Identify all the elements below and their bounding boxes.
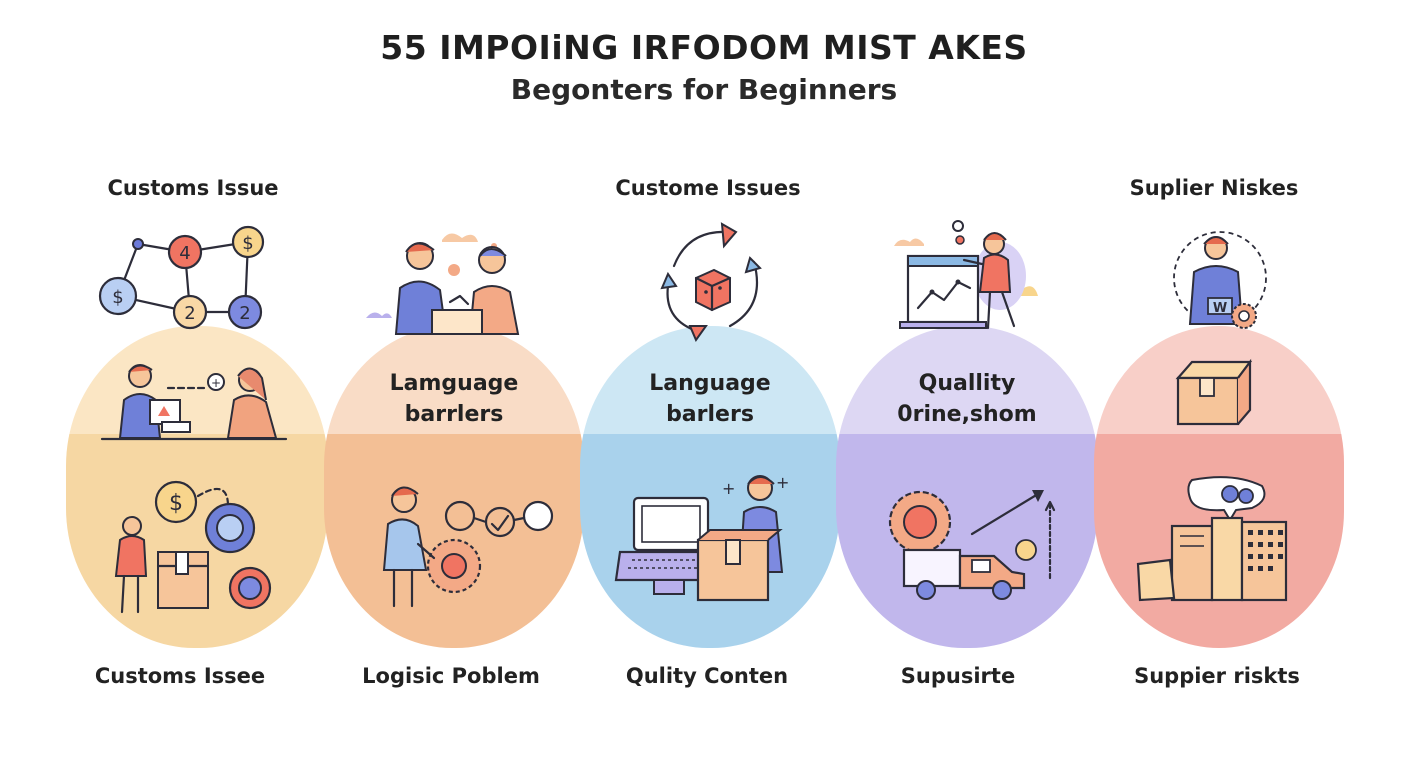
- column-5-top-label: Suplier Niskes: [1129, 176, 1299, 200]
- gear-icon: [382, 486, 554, 608]
- column-2-blob-text: Lamguage barrlers: [324, 368, 584, 430]
- svg-text:2: 2: [239, 303, 250, 324]
- column-3-blob-text: Language barlers: [580, 368, 840, 430]
- coin-icon: $: [114, 480, 272, 614]
- cycle-arrows-icon: [660, 222, 762, 343]
- documents-icon: [1136, 476, 1288, 602]
- worker-icon: W: [1173, 231, 1267, 329]
- column-4-card: Quallity 0rine,shom: [836, 326, 1098, 648]
- column-4-blob-text: Quallity 0rine,shom: [836, 368, 1098, 430]
- svg-text:$: $: [169, 491, 183, 516]
- svg-text:W: W: [1213, 301, 1227, 316]
- column-2-blob-line-2: barrlers: [404, 402, 504, 427]
- network-icon: 4 $ $ 2 2: [98, 225, 265, 330]
- svg-text:$: $: [242, 233, 253, 254]
- page-subtitle: Begonters for Beginners: [510, 73, 898, 106]
- laptop-icon: + +: [614, 473, 789, 602]
- truck-icon: [888, 490, 1056, 600]
- svg-text:2: 2: [184, 303, 195, 324]
- column-4-bottom-label: Supusirte: [900, 664, 1016, 688]
- column-3-bottom-label: Qulity Conten: [625, 664, 789, 688]
- column-5-bottom-label: Suppier riskts: [1134, 664, 1300, 688]
- svg-text:4: 4: [179, 243, 190, 264]
- column-1-card: [66, 326, 328, 648]
- page-title: 55 IMPOIiNG IRFODOM MISТ AKES: [380, 28, 1028, 67]
- svg-text:+: +: [722, 479, 735, 498]
- svg-text:+: +: [211, 376, 221, 390]
- column-4-blob-line-2: 0rine,shom: [897, 402, 1037, 427]
- column-3-blob-line-1: Language: [649, 371, 771, 396]
- column-1-top-label: Customs Isѕue: [107, 176, 279, 200]
- chart-board-icon: [894, 220, 1038, 330]
- column-2-bottom-label: Logisic Poblem: [362, 664, 540, 688]
- handshake-icon: [366, 233, 520, 335]
- column-1-bottom-label: Customs Issee: [94, 664, 266, 688]
- people-laptop-icon: +: [100, 364, 288, 441]
- column-2-blob-line-1: Lamguage: [389, 371, 519, 396]
- column-3-blob-line-2: barlers: [666, 402, 754, 427]
- column-4-blob-line-1: Quallity: [918, 371, 1016, 396]
- column-3-card: Language barlers: [580, 326, 840, 648]
- box-icon: [1175, 358, 1253, 426]
- svg-text:$: $: [112, 287, 123, 308]
- svg-text:+: +: [776, 473, 789, 492]
- column-2-card: Lamguage barrlers: [324, 326, 584, 648]
- column-3-top-label: Custome Issues: [615, 176, 801, 200]
